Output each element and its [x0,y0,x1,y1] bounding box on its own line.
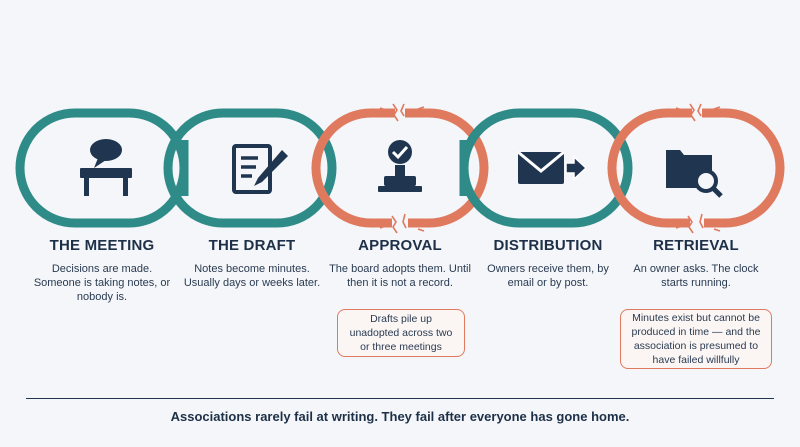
stage-title-draft: THE DRAFT [208,237,296,254]
stage-title-meeting: THE MEETING [49,237,155,254]
document-pencil-icon [232,144,288,194]
chain-link-retrieval-broken [607,108,785,228]
stage-description-retrieval: An owner asks. The clock starts running. [633,263,759,289]
stage-title-approval: APPROVAL [358,237,442,254]
speech-bubble-table-icon [80,139,132,196]
envelope-arrow-icon [517,150,588,184]
approval-stamp-icon [378,140,422,192]
stage-description-distribution: Owners receive them, by email or by post… [487,263,609,289]
stage-description-approval: The board adopts them. Until then it is … [329,263,471,289]
folder-search-icon [666,150,723,198]
chain-link-approval-broken [311,108,489,228]
stage-description-draft: Notes become minutes. Usually days or we… [183,263,321,289]
chain-link-draft [163,108,337,228]
break-crack-retrieval [675,103,721,234]
callout-retrieval: Minutes exist but cannot be produced in … [620,309,772,369]
stage-description-meeting: Decisions are made. Someone is taking no… [33,263,171,303]
stage-title-retrieval: RETRIEVAL [653,237,739,254]
footer-divider [26,398,774,399]
footer-caption: Associations rarely fail at writing. The… [170,409,630,424]
callout-approval: Drafts pile up unadopted across two or t… [337,309,465,357]
break-crack-approval [379,103,425,234]
stage-title-distribution: DISTRIBUTION [493,237,603,254]
